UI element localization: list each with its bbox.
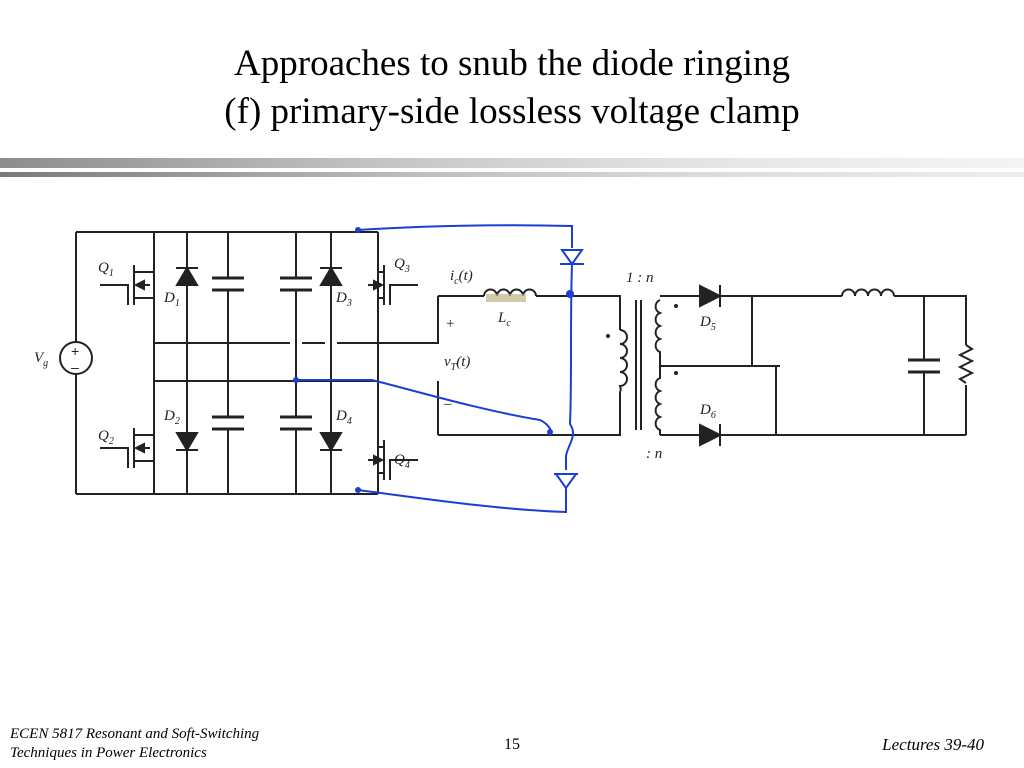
capacitor-c1-icon [210, 276, 246, 292]
label-d1: D1 [163, 290, 180, 309]
label-vg: Vg [34, 350, 48, 369]
transformer-core [635, 300, 642, 430]
footer-course-line-2: Techniques in Power Electronics [10, 745, 207, 761]
output-inductor-icon [841, 288, 895, 297]
footer-course: ECEN 5817 Resonant and Soft-Switching Te… [10, 725, 259, 763]
label-vt: vT(t) [444, 354, 470, 373]
clamp-bottom-wire [357, 488, 567, 514]
secondary-top-wire [660, 295, 780, 367]
label-d6: D6 [699, 402, 716, 421]
label-ratio-bottom: : n [646, 446, 662, 462]
label-ratio-top: 1 : n [626, 270, 654, 286]
primary-winding-icon [618, 329, 628, 393]
diode-d5-icon [699, 284, 723, 308]
capacitor-c4-icon [278, 415, 314, 431]
diode-d4-icon [319, 432, 343, 452]
footer-course-line-1: ECEN 5817 Resonant and Soft-Switching [10, 726, 260, 742]
clamp-annotation [296, 224, 584, 514]
primary-top-wire [438, 295, 621, 330]
label-q2: Q2 [98, 428, 114, 447]
svg-text:+: + [71, 343, 79, 359]
svg-text:–: – [71, 359, 79, 375]
footer-lecture: Lectures 39-40 [882, 735, 984, 754]
label-d2: D2 [163, 408, 180, 427]
clamp-mid-wire [296, 379, 552, 433]
primary-bottom-wire [438, 392, 621, 436]
mosfet-q4-icon [368, 440, 418, 480]
diode-d3-icon [319, 266, 343, 286]
clamp-node-top [355, 227, 361, 233]
diode-d2-icon [175, 432, 199, 452]
clamp-right-wire [565, 263, 575, 470]
title-divider-bottom [0, 172, 1024, 177]
clamp-node-inductor [566, 290, 574, 298]
label-d5: D5 [699, 314, 716, 333]
secondary-bottom-wire [660, 366, 777, 436]
bridge-out-top [378, 296, 439, 344]
load-resistor-icon [957, 344, 975, 384]
output-top-wire [752, 295, 967, 435]
polarity-dot-sec-top [674, 304, 678, 308]
clamp-diode-bottom-icon [554, 473, 578, 490]
footer-page-number: 15 [504, 736, 520, 753]
clamp-diode-top-icon [560, 249, 584, 266]
label-q3: Q3 [394, 256, 410, 275]
mosfet-q3-icon [368, 265, 418, 305]
diode-d1-icon [175, 266, 199, 286]
label-d4: D4 [335, 408, 352, 427]
capacitor-c2-icon [210, 415, 246, 431]
polarity-dot-sec-bottom [674, 371, 678, 375]
title-divider-top [0, 158, 1024, 168]
title-line-2: (f) primary-side lossless voltage clamp [224, 91, 800, 132]
voltage-source-icon: + – [59, 341, 93, 375]
title-line-1: Approaches to snub the diode ringing [234, 43, 790, 84]
inductor-highlight [486, 294, 526, 302]
label-minus: – [443, 396, 452, 412]
label-plus: + [446, 316, 454, 332]
polarity-dot-primary [606, 334, 610, 338]
label-q4: Q4 [394, 452, 410, 471]
diode-d6-icon [699, 423, 723, 447]
label-ic: ic(t) [450, 268, 473, 287]
mosfet-q2-icon [100, 428, 154, 468]
slide-title: Approaches to snub the diode ringing (f)… [0, 40, 1024, 136]
clamp-node-primary [547, 429, 553, 435]
secondary-winding-bottom-icon [654, 366, 663, 435]
mosfet-q1-icon [100, 265, 154, 305]
clamp-node-bottom [355, 487, 361, 493]
label-q1: Q1 [98, 260, 114, 279]
output-capacitor-icon [906, 358, 942, 374]
label-d3: D3 [335, 290, 352, 309]
clamp-top-wire [357, 224, 573, 248]
secondary-winding-top-icon [654, 299, 663, 366]
clamp-node-mid [293, 377, 299, 383]
label-lc: Lc [497, 310, 511, 329]
capacitor-c3-icon [278, 276, 314, 292]
